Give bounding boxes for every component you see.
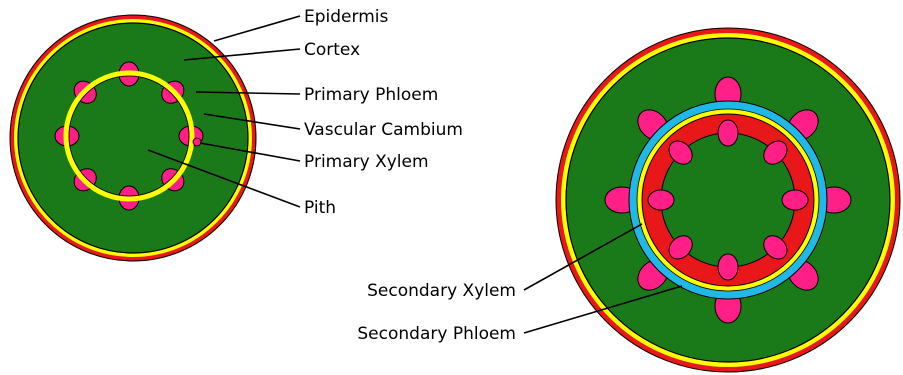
secondary-stem-cross-section xyxy=(556,28,900,372)
label-pith: Pith xyxy=(304,198,336,218)
primary-xylem-highlight xyxy=(193,138,201,146)
epidermis-leader xyxy=(214,16,300,41)
secondary-xylem-lobe xyxy=(718,254,738,280)
secondary-xylem-lobe xyxy=(648,190,674,210)
label-primary-phloem: Primary Phloem xyxy=(304,85,438,105)
secondary-xylem-lobe xyxy=(718,120,738,146)
labels: Epidermis Cortex Primary Phloem Vascular… xyxy=(304,7,516,344)
label-cortex: Cortex xyxy=(304,40,360,60)
label-secondary-phloem: Secondary Phloem xyxy=(357,324,516,344)
label-primary-xylem: Primary Xylem xyxy=(304,152,429,172)
label-secondary-xylem: Secondary Xylem xyxy=(367,281,516,301)
secondary-xylem-lobe xyxy=(782,190,808,210)
primary-stem-cross-section xyxy=(10,15,256,261)
label-vascular-cambium: Vascular Cambium xyxy=(304,120,463,140)
label-epidermis: Epidermis xyxy=(304,7,388,27)
